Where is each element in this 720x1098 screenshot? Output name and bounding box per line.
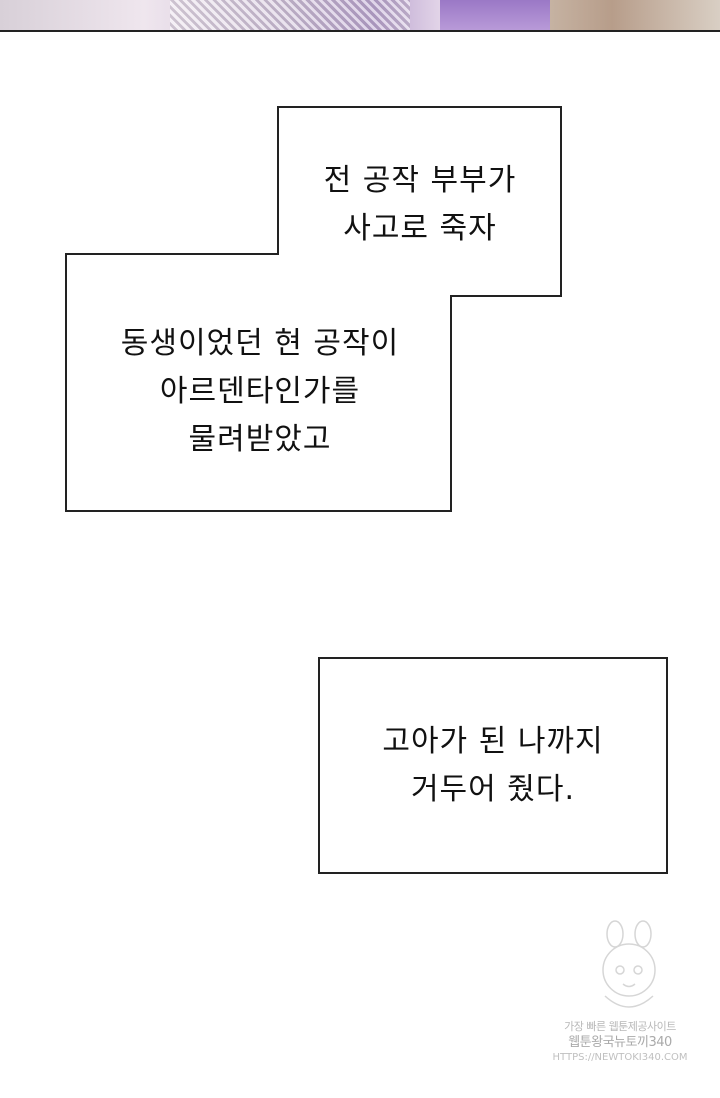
caption-line: 아르덴타인가를 [159,374,361,409]
lace-detail [170,0,410,30]
caption-top: 전 공작 부부가 사고로 죽자 [290,157,550,253]
caption-middle: 동생이었던 현 공작이 아르덴타인가를 물려받았고 [80,320,440,464]
watermark-mascot-icon [602,920,656,1008]
caption-box-bottom [318,657,668,874]
watermark: 가장 빠른 웹툰제공사이트 웹툰왕국뉴토끼340 HTTPS://NEWTOKI… [550,1020,690,1064]
caption-line: 거두어 줬다. [410,772,576,807]
caption-line: 고아가 된 나까지 [382,724,604,759]
caption-line: 물려받았고 [188,422,332,457]
watermark-line: 웹툰왕국뉴토끼340 [568,1035,672,1050]
dress-detail [440,0,550,30]
watermark-url: HTTPS://NEWTOKI340.COM [552,1052,688,1063]
caption-box-stepped [65,106,562,512]
previous-panel-strip [0,0,720,32]
caption-line: 전 공작 부부가 [323,163,517,198]
caption-bottom: 고아가 된 나까지 거두어 줬다. [330,718,656,814]
watermark-line: 가장 빠른 웹툰제공사이트 [564,1020,676,1033]
caption-line: 사고로 죽자 [343,211,497,246]
caption-line: 동생이었던 현 공작이 [120,326,400,361]
